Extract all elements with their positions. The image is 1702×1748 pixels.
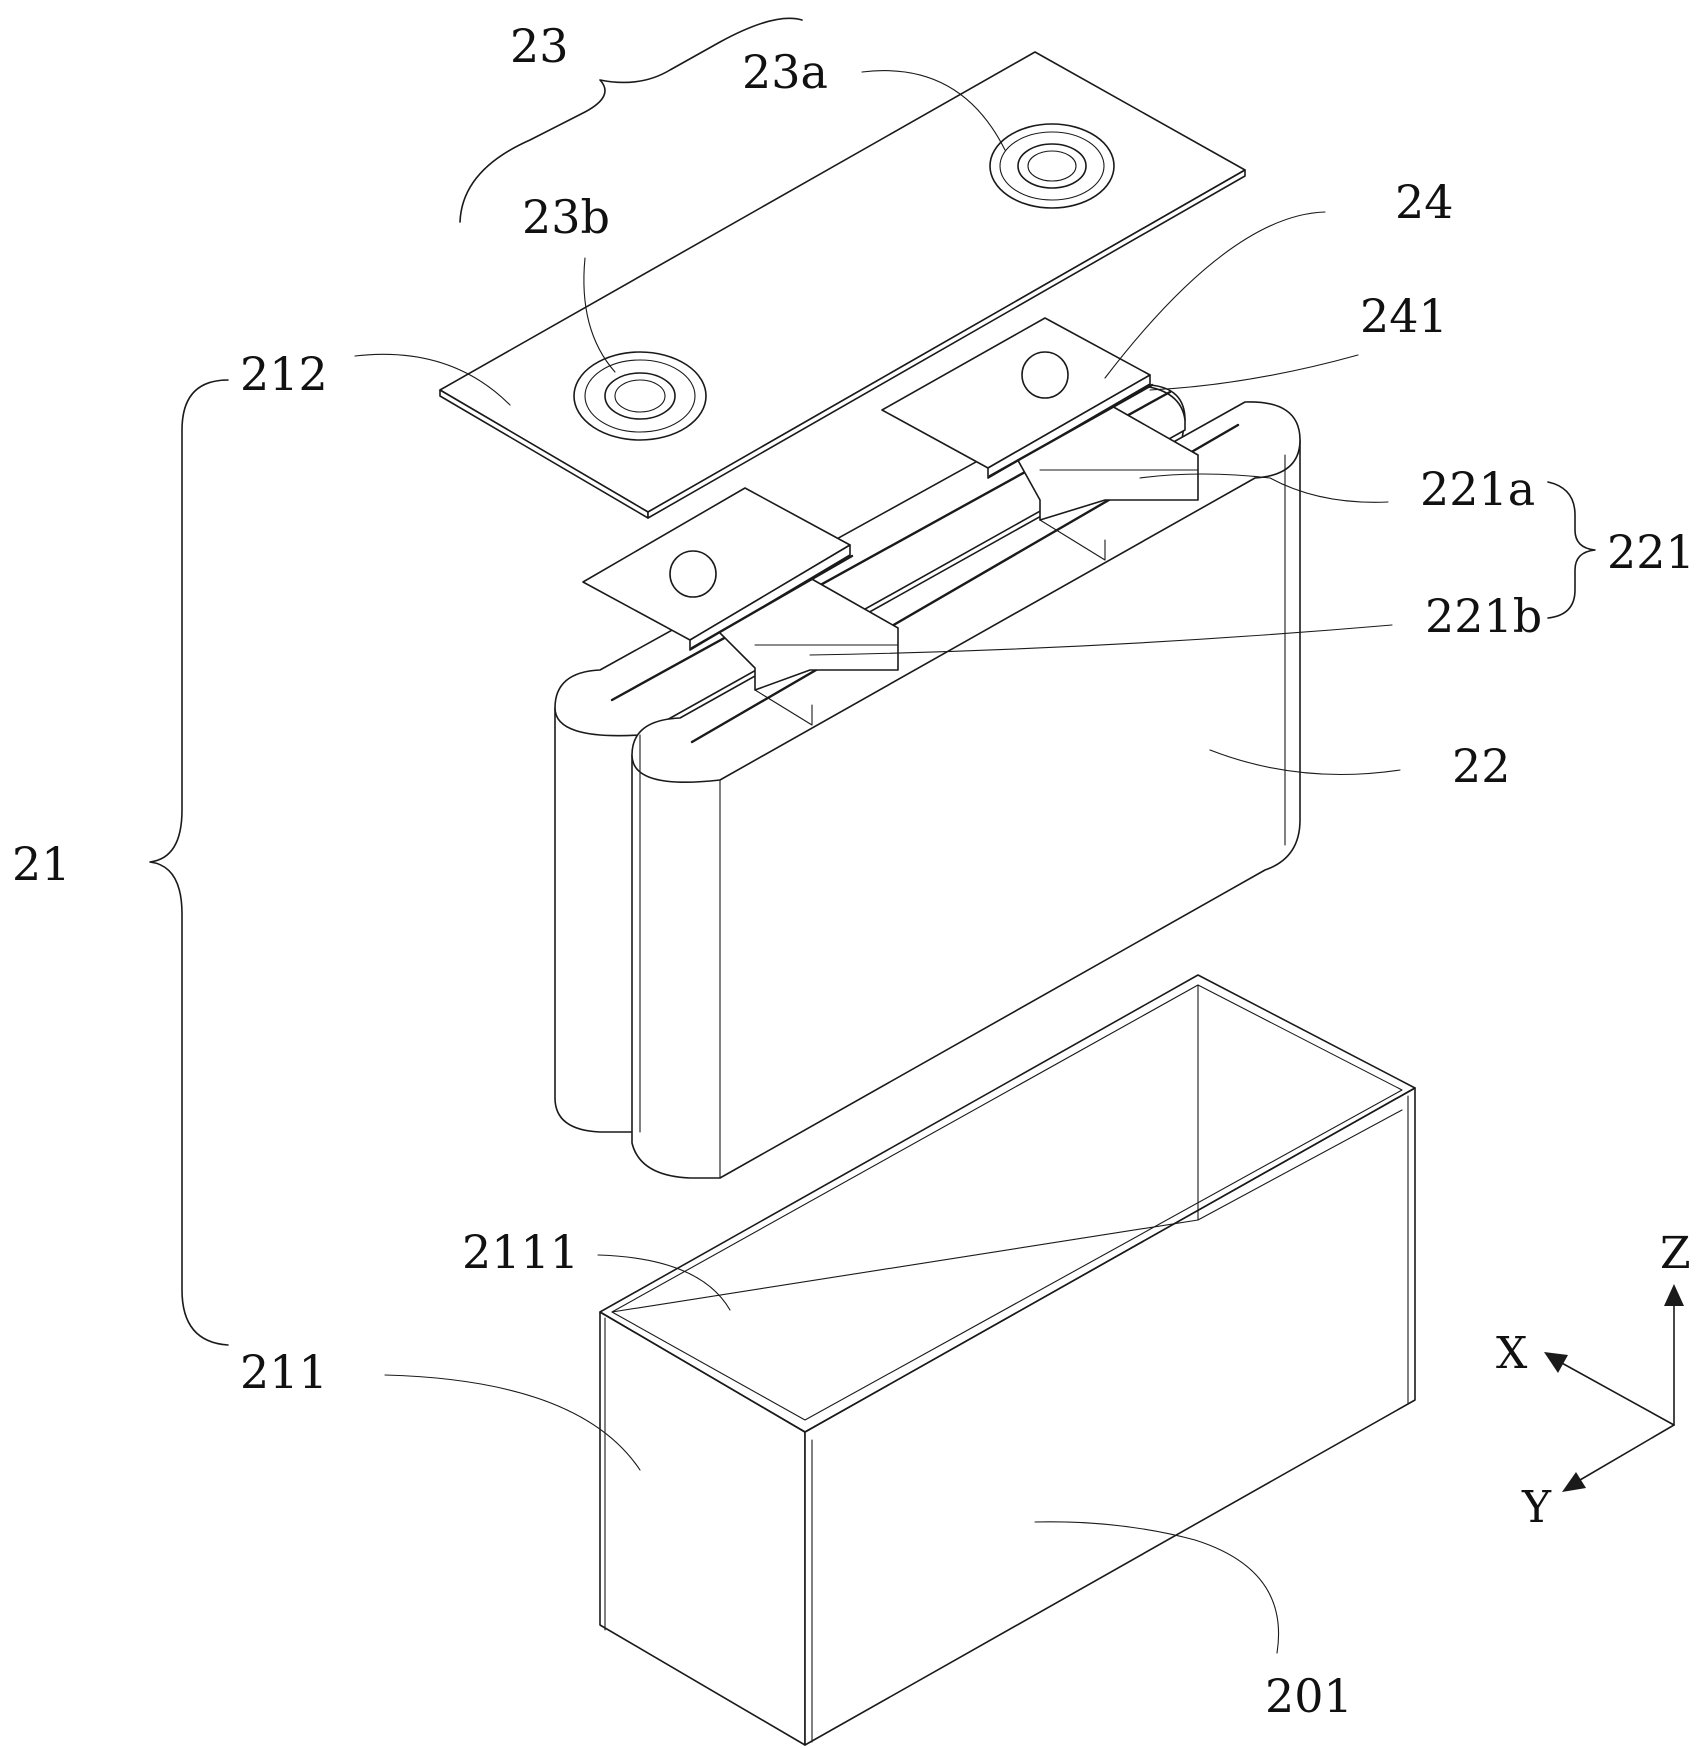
- reference-labels: 23 23a 23b 24 241 212 221a 221 221b 22 2…: [12, 19, 1695, 1723]
- axis-y-label: Y: [1521, 1482, 1552, 1533]
- adapter-plate-right-edge: [987, 374, 1151, 479]
- leader-lines: [354, 70, 1401, 1654]
- label-2111: 2111: [462, 1225, 579, 1279]
- terminal-23a: [989, 123, 1115, 209]
- label-24: 24: [1395, 175, 1454, 229]
- label-211: 211: [240, 1345, 328, 1399]
- axis-y-arrow: [1562, 1472, 1586, 1492]
- leader-211: [384, 1374, 641, 1471]
- end-cap-212: [439, 51, 1246, 519]
- housing-rim-inner: [611, 984, 1403, 1421]
- leader-221b: [809, 624, 1393, 656]
- brace-221: [1547, 481, 1596, 619]
- terminal-23b: [573, 351, 707, 441]
- adapter-hole-left: [669, 550, 717, 598]
- adapter-left-insulator: [690, 554, 854, 650]
- leader-23b: [583, 257, 616, 373]
- leader-2111: [597, 1254, 731, 1311]
- brace-23: [459, 17, 803, 223]
- axis-x-arrow: [1544, 1352, 1568, 1373]
- label-212: 212: [240, 347, 328, 401]
- leader-212: [354, 353, 511, 406]
- label-241: 241: [1360, 289, 1448, 343]
- tab-221b-bend: [754, 689, 813, 726]
- leader-241: [1149, 354, 1359, 391]
- tab-221a-bend: [1039, 519, 1106, 561]
- housing-front-face: [599, 1311, 806, 1746]
- label-22: 22: [1452, 739, 1511, 793]
- leader-201: [1034, 1521, 1279, 1654]
- axis-y-line: [1579, 1424, 1675, 1481]
- label-23: 23: [510, 19, 569, 73]
- housing-211: [599, 974, 1416, 1746]
- axis-z-arrow: [1664, 1284, 1684, 1306]
- label-23b: 23b: [522, 190, 610, 244]
- insulator-241: [988, 383, 1154, 478]
- housing-rim-outer: [599, 974, 1416, 1433]
- label-221a: 221a: [1420, 462, 1535, 516]
- brace-21: [149, 379, 229, 1346]
- adapter-hole-right: [1021, 351, 1069, 399]
- label-201: 201: [1265, 1669, 1353, 1723]
- axis-x-line: [1559, 1361, 1675, 1426]
- label-21: 21: [12, 837, 71, 891]
- label-221b: 221b: [1425, 589, 1542, 643]
- leader-221a: [1139, 473, 1389, 503]
- end-cap-plate-edge-2: [647, 169, 1246, 519]
- axis-z-label: Z: [1660, 1228, 1691, 1279]
- housing-inner-left-edge: [611, 1219, 1199, 1313]
- axis-triad: Z X Y: [1496, 1228, 1691, 1533]
- leader-23a: [861, 70, 1006, 151]
- adapter-plate-left-edge: [689, 544, 851, 651]
- leader-24: [1104, 211, 1326, 379]
- label-221: 221: [1607, 525, 1695, 579]
- leader-22: [1209, 749, 1401, 776]
- axis-x-label: X: [1496, 1328, 1528, 1379]
- housing-side-face: [804, 1087, 1416, 1746]
- adapter-pieces-24: [582, 317, 1154, 651]
- label-23a: 23a: [742, 45, 828, 99]
- jelly-roll-front: [631, 439, 1301, 1179]
